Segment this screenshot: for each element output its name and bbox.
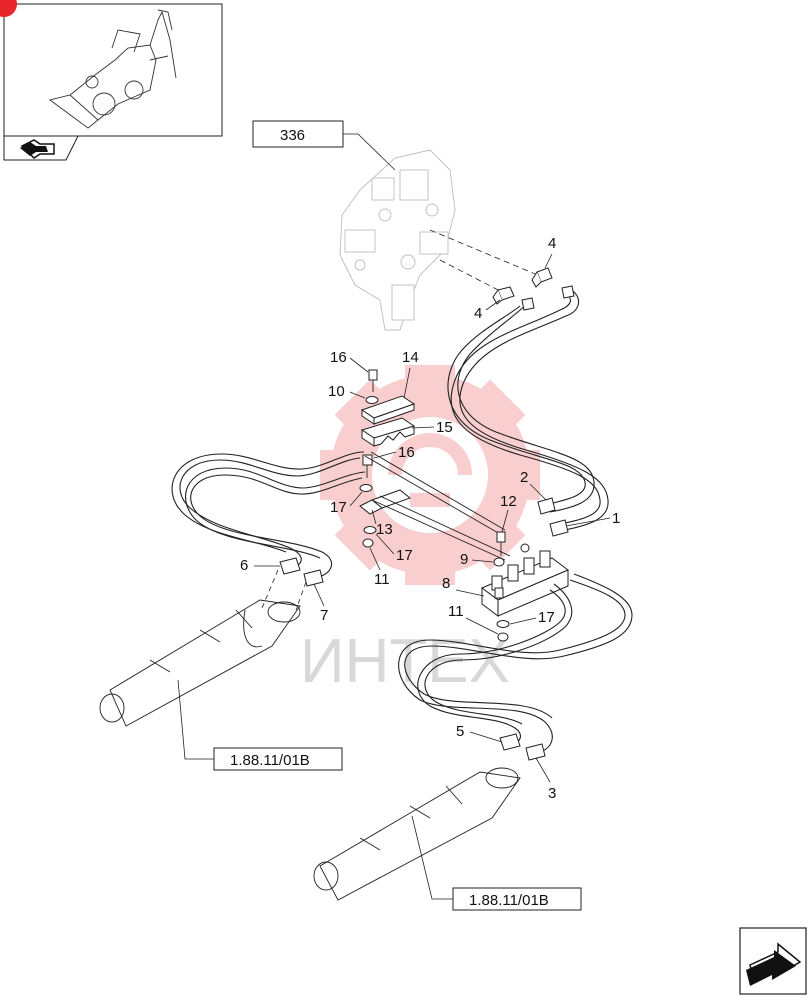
next-page-arrow-icon[interactable] (739, 927, 807, 995)
reference-cylinder-right[interactable]: 1.88.11/01B (469, 892, 549, 909)
backhoe-loader-icon (48, 9, 177, 129)
callout-12: 12 (500, 493, 517, 510)
callout-16-lower: 16 (398, 444, 415, 461)
adapter-4-lower (492, 286, 515, 305)
cylinder-right (313, 767, 521, 901)
callout-9: 9 (460, 551, 468, 568)
cylinder-left (99, 599, 301, 727)
hose-right-pair (398, 573, 633, 753)
bolt-16-upper (368, 369, 378, 392)
hose-1 (450, 289, 609, 532)
callout-6: 6 (240, 557, 248, 574)
callout-17-b: 17 (396, 547, 413, 564)
fitting-5 (499, 733, 521, 751)
nut-11a (362, 538, 374, 548)
callout-11-b: 11 (448, 603, 464, 620)
thumbnail-panel (0, 0, 223, 161)
nut-9 (493, 557, 505, 567)
hose-2 (447, 303, 595, 513)
callout-2: 2 (520, 469, 528, 486)
reference-336[interactable]: 336 (280, 127, 305, 144)
reference-box-336[interactable] (252, 120, 344, 148)
fitting-7 (303, 569, 324, 587)
callout-8: 8 (442, 575, 450, 592)
callout-17-c: 17 (538, 609, 555, 626)
bolt-12 (496, 531, 506, 556)
arrow-left-icon[interactable] (20, 139, 55, 159)
callout-10: 10 (328, 383, 345, 400)
callout-15: 15 (436, 419, 453, 436)
callout-5: 5 (456, 723, 464, 740)
clamp-half-15 (360, 417, 416, 447)
callout-13: 13 (376, 521, 393, 538)
hose-fitting-1 (549, 519, 569, 537)
callout-1: 1 (612, 510, 620, 527)
fitting-3 (525, 743, 546, 761)
nut-11b (497, 632, 509, 642)
control-valve (339, 149, 456, 331)
fitting-6 (279, 557, 301, 575)
callout-4-lower: 4 (474, 305, 482, 322)
callout-16-upper: 16 (330, 349, 347, 366)
callout-7: 7 (320, 607, 328, 624)
washer-17b (363, 526, 377, 534)
reference-cylinder-left[interactable]: 1.88.11/01B (230, 752, 310, 769)
washer-17c (496, 620, 510, 628)
distribution-block-8 (481, 550, 569, 617)
washer-10 (365, 396, 379, 404)
clamp-plate-13 (359, 489, 412, 515)
hose-fitting-2 (537, 497, 556, 515)
callout-17-a: 17 (330, 499, 347, 516)
callout-14: 14 (402, 349, 419, 366)
callout-11-a: 11 (374, 571, 390, 588)
clamp-plate-14 (360, 395, 416, 425)
washer-17a (359, 484, 373, 492)
adapter-4-upper (531, 267, 553, 288)
callout-3: 3 (548, 785, 556, 802)
watermark-logo (320, 365, 540, 585)
callout-4-upper: 4 (548, 235, 556, 252)
hose-left-pair (171, 451, 366, 578)
